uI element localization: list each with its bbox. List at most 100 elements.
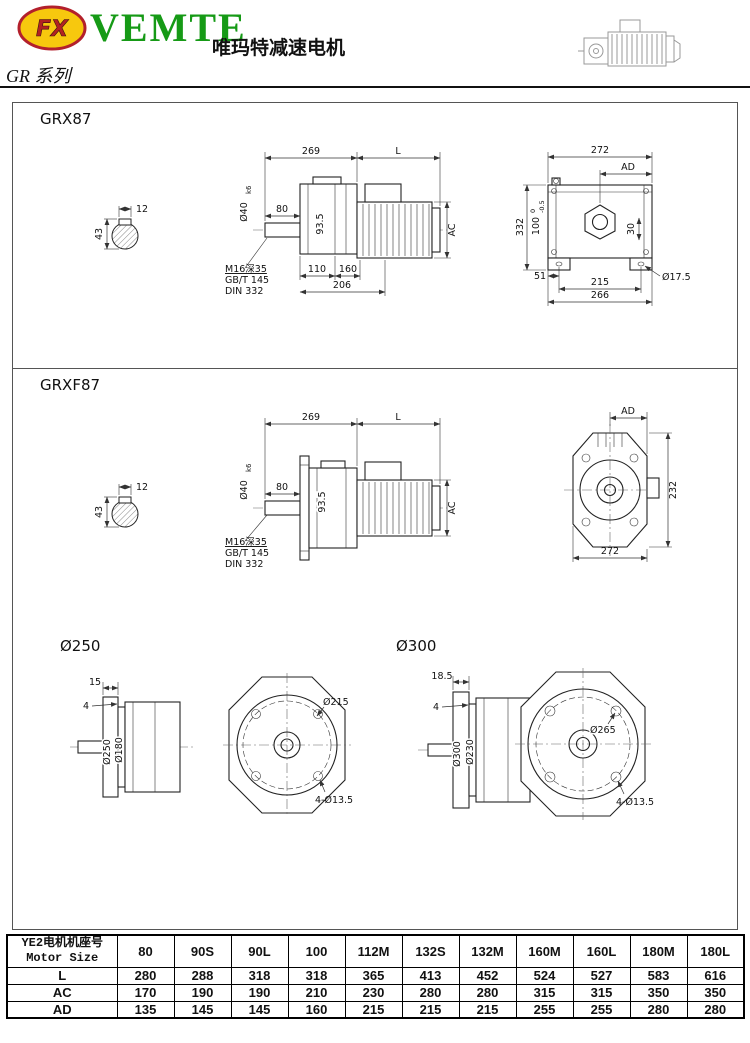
spec-cell: 230 — [344, 983, 403, 1002]
column-header: 80 — [116, 934, 175, 968]
column-header: 160M — [515, 934, 574, 968]
dim-shaft-dia: Ø40 — [239, 202, 250, 222]
spec-cell: 524 — [515, 966, 574, 985]
row-label: L — [6, 966, 118, 985]
table-row-AC: AC 170 190 190 210 230 280 280 315 315 3… — [6, 983, 745, 1002]
grxf87-side-dimensions: 269 L 80 Ø40 k6 93.5 AC M16深35 GB/T 145 … — [225, 412, 458, 570]
column-header: 180L — [686, 934, 745, 968]
dim-269: 269 — [302, 412, 320, 423]
spec-cell: 288 — [173, 966, 232, 985]
spec-cell: 318 — [287, 966, 346, 985]
spec-cell: 160 — [287, 1000, 346, 1019]
dim-80: 80 — [276, 482, 288, 493]
spec-cell: 280 — [686, 1000, 745, 1019]
spec-cell: 170 — [116, 983, 175, 1002]
dim-15: 15 — [89, 677, 101, 688]
dim-AD: AD — [621, 406, 635, 417]
dim-215: 215 — [591, 277, 609, 288]
column-header: 160L — [572, 934, 631, 968]
dim-30: 30 — [626, 223, 637, 235]
dim-93-5: 93.5 — [317, 491, 328, 512]
spec-cell: 215 — [458, 1000, 517, 1019]
spec-cell: 350 — [629, 983, 688, 1002]
grxf87-front-dimensions: AD 232 272 — [572, 406, 679, 562]
note-gbt145: GB/T 145 — [225, 548, 269, 559]
column-header: 90S — [173, 934, 232, 968]
row-label: AC — [6, 983, 118, 1002]
dim-L: L — [395, 146, 401, 157]
grx87-side-dimensions: 269 L 80 Ø40 k6 93.5 AC 110 160 206 M16深… — [225, 146, 458, 297]
spec-cell: 210 — [287, 983, 346, 1002]
gearmotor-outline — [253, 176, 447, 259]
flange250-drawing: 15 4 Ø250 Ø180 Ø215 4-Ø13.5 — [70, 673, 353, 817]
dim-foot-hole: Ø17.5 — [662, 272, 691, 283]
dim-key-height: 43 — [94, 506, 105, 518]
dim-80: 80 — [276, 204, 288, 215]
spec-cell: 413 — [401, 966, 460, 985]
dim-key-width: 12 — [136, 204, 148, 215]
drawings-border-box — [12, 102, 738, 930]
dim-4: 4 — [83, 701, 89, 712]
column-header: 132S — [401, 934, 460, 968]
column-header: 112M — [344, 934, 403, 968]
spec-cell: 365 — [344, 966, 403, 985]
dim-bolt-circle: Ø215 — [323, 697, 349, 708]
motor-size-label-en: Motor Size — [26, 951, 99, 966]
motor-thumbnail-drawing — [578, 19, 681, 67]
flange-outline — [564, 424, 660, 556]
grx87-side-view-drawing: 12 43 269 L 8 — [94, 146, 458, 297]
shaft-key-section: 12 43 — [94, 482, 148, 528]
dim-272: 272 — [591, 145, 609, 156]
column-header: 100 — [287, 934, 346, 968]
spec-cell: 315 — [515, 983, 574, 1002]
dim-bolt-circle: Ø265 — [590, 725, 616, 736]
dim-flange-od: Ø300 — [452, 741, 463, 767]
dim-160: 160 — [339, 264, 357, 275]
dim-AC: AC — [447, 501, 458, 514]
brand-logo: FX — [17, 5, 87, 51]
spec-cell: 583 — [629, 966, 688, 985]
spec-cell: 255 — [515, 1000, 574, 1019]
spec-cell: 145 — [173, 1000, 232, 1019]
dim-holes: 4-Ø13.5 — [616, 797, 654, 808]
dim-100-tol-upper: 0 — [529, 209, 537, 213]
spec-cell: 255 — [572, 1000, 631, 1019]
spec-cell: 616 — [686, 966, 745, 985]
spec-cell: 215 — [344, 1000, 403, 1019]
dim-AC: AC — [447, 223, 458, 236]
table-row-L: L 280 288 318 318 365 413 452 524 527 58… — [6, 966, 745, 985]
spec-cell: 350 — [686, 983, 745, 1002]
spec-cell: 145 — [230, 1000, 289, 1019]
grxf87-front-view-drawing: AD 232 272 — [564, 406, 679, 562]
dim-key-width: 12 — [136, 482, 148, 493]
dim-key-height: 43 — [94, 228, 105, 240]
spec-cell: 190 — [173, 983, 232, 1002]
spec-cell: 135 — [116, 1000, 175, 1019]
spec-cell: 280 — [629, 1000, 688, 1019]
spec-cell: 280 — [116, 966, 175, 985]
dim-110: 110 — [308, 264, 326, 275]
grx87-front-dimensions: 272 AD 332 100 0 -0.5 30 51 215 266 — [515, 145, 691, 306]
dim-4: 4 — [433, 702, 439, 713]
spec-cell: 315 — [572, 983, 631, 1002]
dim-spigot: Ø230 — [465, 739, 476, 765]
dim-holes: 4-Ø13.5 — [315, 795, 353, 806]
flange300-front-view: Ø265 4-Ø13.5 — [515, 668, 654, 820]
dim-272: 272 — [601, 546, 619, 557]
dim-232: 232 — [668, 481, 679, 499]
dim-flange-od: Ø250 — [102, 739, 113, 765]
dim-L: L — [395, 412, 401, 423]
dim-51: 51 — [534, 271, 546, 282]
flange250-front-view: Ø215 4-Ø13.5 — [223, 673, 353, 817]
spec-cell: 190 — [230, 983, 289, 1002]
dim-AD: AD — [621, 162, 635, 173]
spec-cell: 280 — [401, 983, 460, 1002]
section-divider-line — [12, 368, 738, 369]
dim-332: 332 — [515, 218, 526, 236]
flange250-title: Ø250 — [60, 637, 101, 655]
dim-shaft-tol: k6 — [245, 185, 253, 194]
flange250-side-view: 15 4 Ø250 Ø180 — [70, 677, 193, 798]
brand-name: VEMTE — [90, 5, 247, 50]
grx87-front-view-drawing: 272 AD 332 100 0 -0.5 30 51 215 266 — [515, 145, 691, 306]
dim-spigot: Ø180 — [114, 737, 125, 763]
